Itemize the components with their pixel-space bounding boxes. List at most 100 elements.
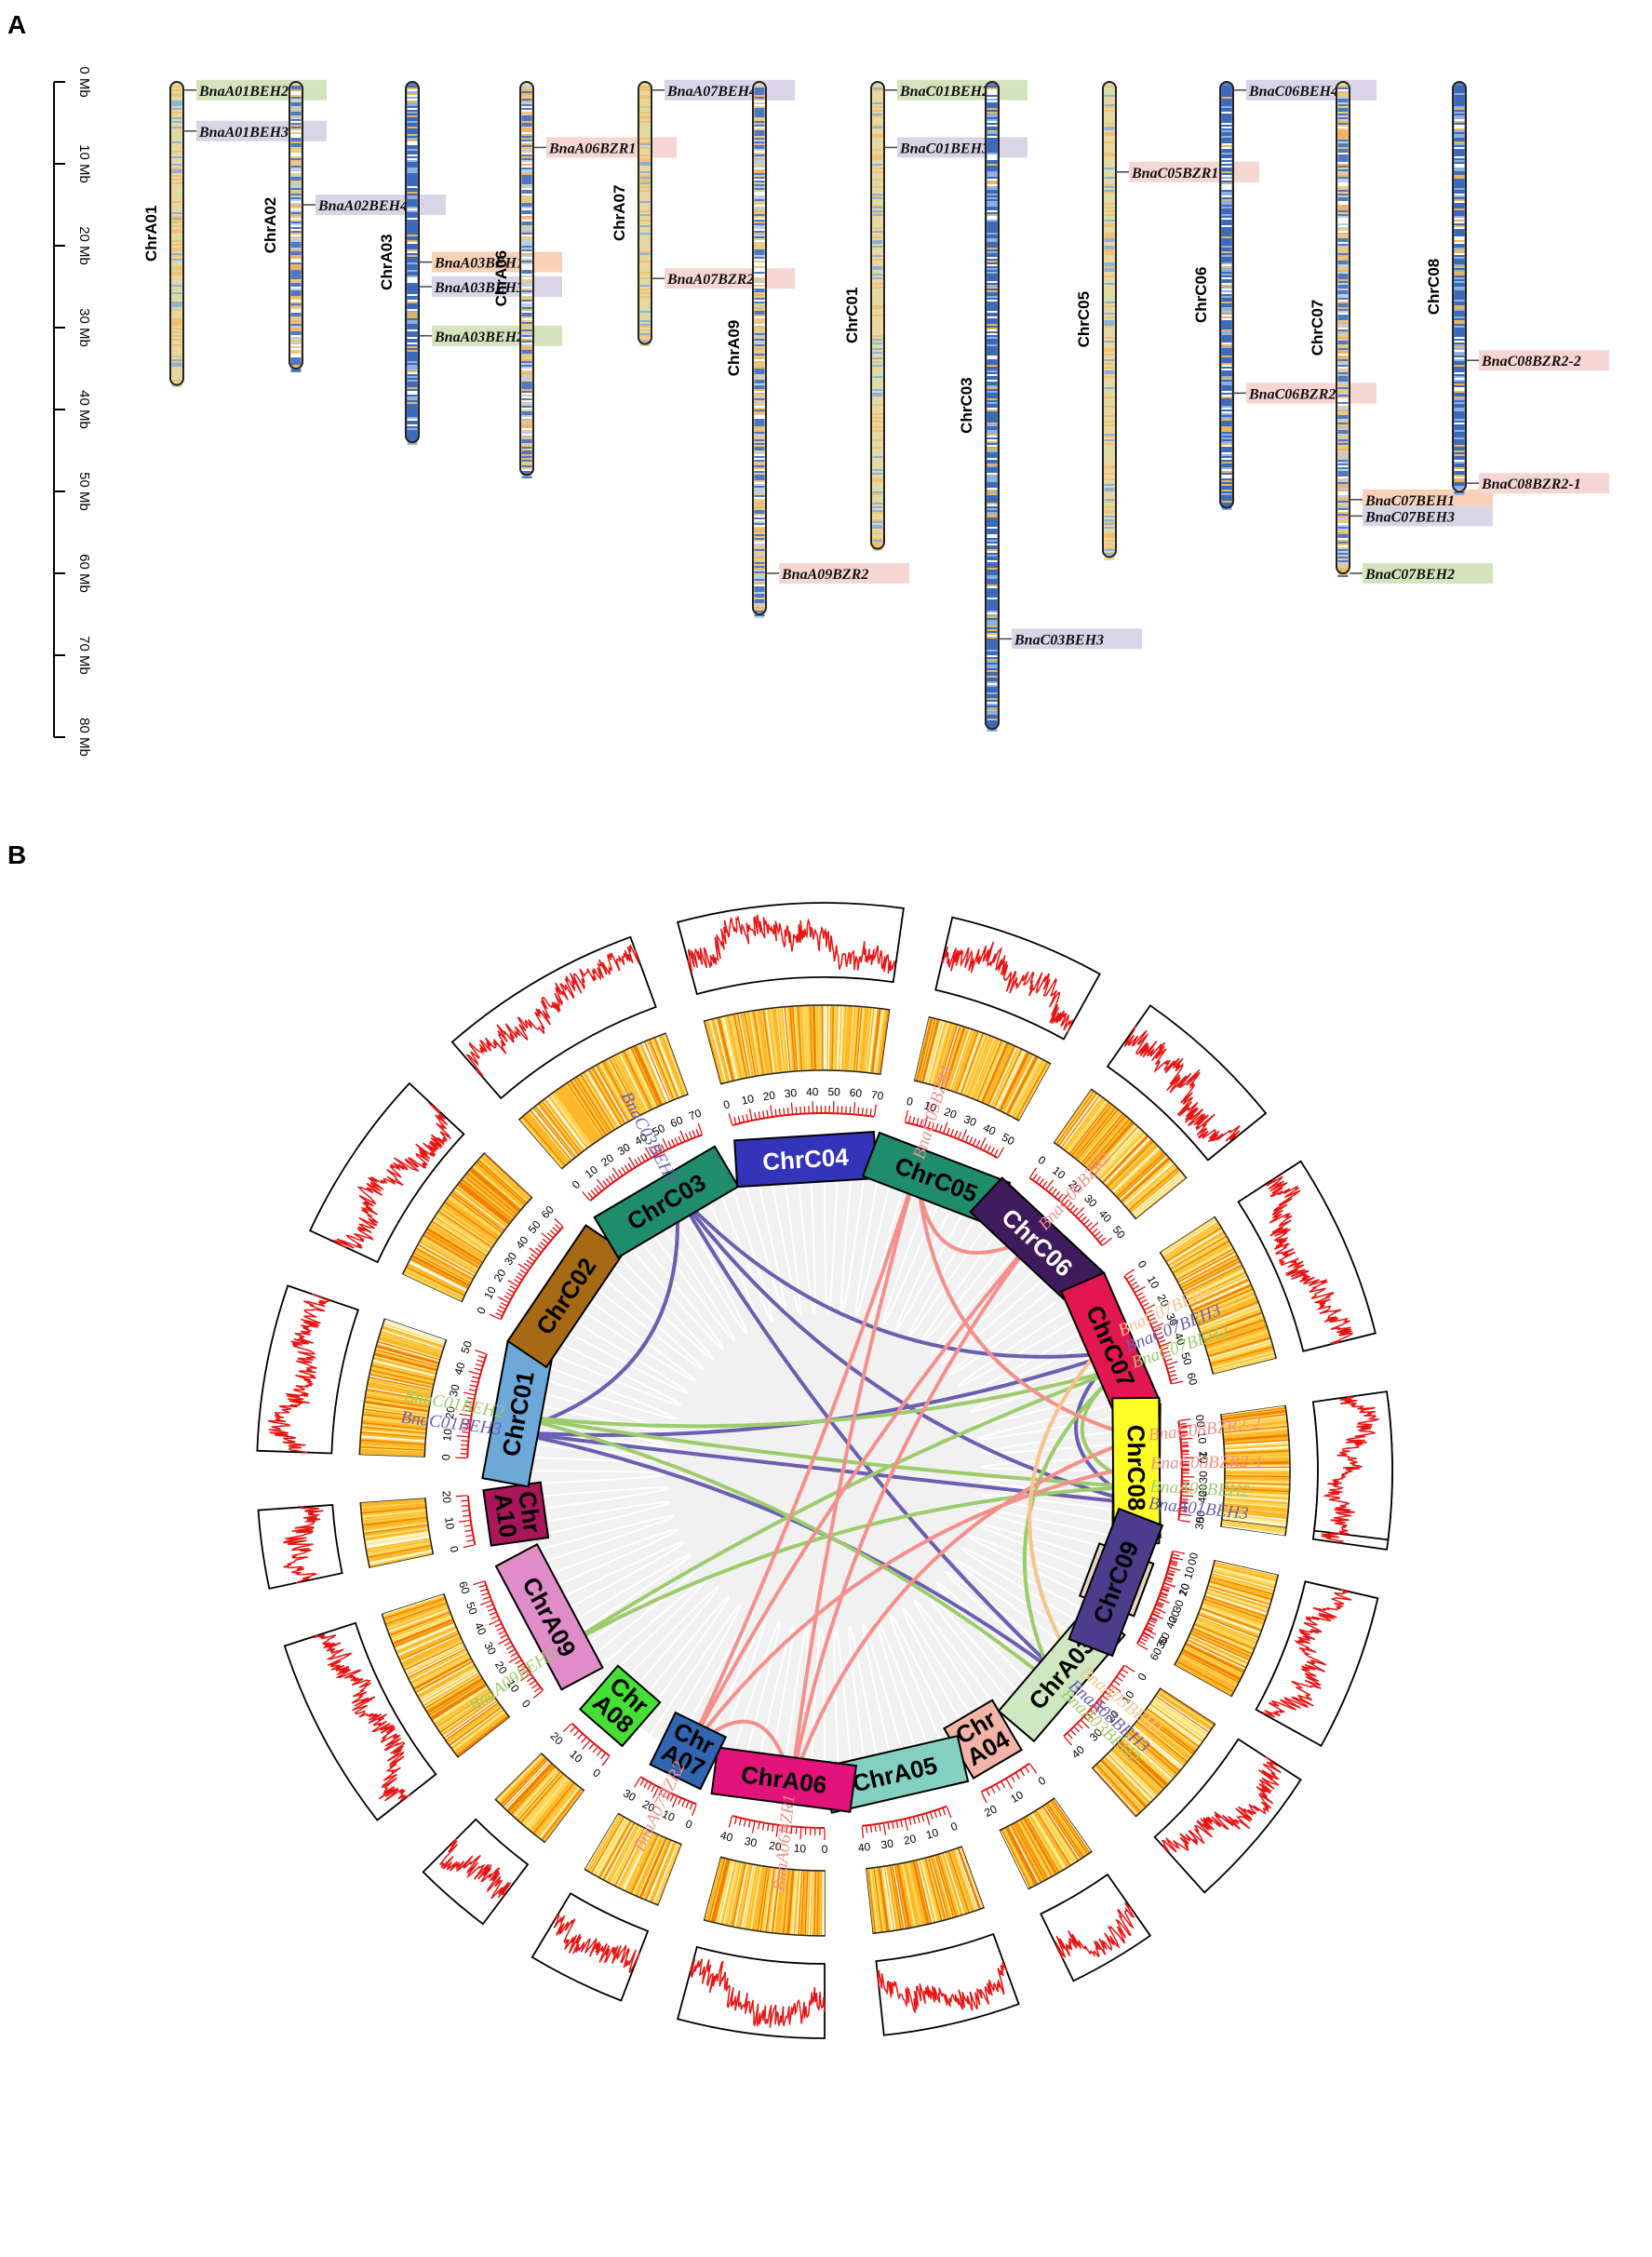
chromosome-band (754, 450, 765, 452)
chromosome-band (1104, 169, 1115, 171)
tick-label: 0 (1185, 1557, 1199, 1566)
chromosome-band (171, 216, 182, 218)
chromosome-band (1454, 473, 1465, 475)
chromosome-band (1454, 343, 1465, 344)
chromosome-band (1104, 346, 1115, 348)
tick-label: 60 (849, 1086, 863, 1100)
chromosome-band (1454, 441, 1465, 443)
chromosome-band (1337, 568, 1349, 570)
chromosome-band (171, 141, 182, 143)
chromosome-band (171, 164, 182, 166)
chromosome-band (171, 292, 182, 294)
heatmap-cell (908, 1862, 924, 1925)
chromosome-band (754, 114, 765, 115)
tick-mark (498, 1296, 509, 1303)
heatmap-cell (396, 1625, 455, 1651)
tick-mark (783, 1108, 786, 1115)
chromosome-band (171, 220, 182, 222)
heatmap-cell (367, 1538, 430, 1552)
heatmap-cell (940, 1026, 960, 1087)
chromosome-band (1104, 114, 1115, 115)
chromosome-band (1454, 367, 1465, 369)
heatmap-cell (424, 1673, 480, 1708)
heatmap-cell (375, 1350, 437, 1368)
heatmap-cell (365, 1532, 429, 1544)
chromosome-band (1337, 119, 1349, 121)
chromosome-band (754, 503, 765, 504)
chromosome-band (872, 344, 883, 346)
chromosome-band (1337, 402, 1349, 404)
chromosome-band (754, 525, 765, 527)
heatmap-cell (388, 1608, 449, 1632)
chromosome-band (754, 456, 765, 458)
chromosome-band (987, 190, 998, 192)
chromosome-band (407, 395, 418, 396)
heatmap-cell (466, 1173, 517, 1215)
chromosome-band (1221, 471, 1232, 473)
tick-mark (507, 1288, 515, 1294)
chromosome-band (1337, 298, 1349, 300)
chromosome-band (1104, 175, 1115, 177)
heatmap-cell (810, 1871, 813, 1935)
chromosome-band (1221, 222, 1232, 223)
heatmap-cell (807, 1006, 811, 1070)
chromosome-band (171, 132, 182, 134)
chromosome-band (872, 361, 883, 363)
density-line (690, 1957, 826, 2028)
chromosome-band (754, 238, 765, 240)
heatmap-cell (648, 1040, 674, 1100)
heatmap-cell (1066, 1099, 1106, 1151)
chromosome-band (407, 158, 418, 160)
chromosome-band (1104, 238, 1115, 240)
heatmap-cell (616, 1829, 646, 1887)
chromosome-band (872, 383, 883, 385)
heatmap-cell (421, 1669, 477, 1702)
heatmap-cell (647, 1041, 673, 1100)
chromosome-band (1337, 222, 1349, 223)
gene-label-box (1012, 628, 1142, 650)
heatmap-cell (918, 1860, 934, 1923)
synteny-gap (545, 1308, 689, 1394)
chromosome-band (987, 720, 998, 722)
heatmap-cell (1094, 1126, 1138, 1175)
chromosome-band (1104, 212, 1115, 214)
chromosome-band (987, 149, 998, 151)
chromosome-band (1221, 168, 1232, 169)
heatmap-cell (437, 1214, 490, 1251)
chromosome-band (171, 87, 182, 89)
heatmap-cell (521, 1117, 565, 1167)
chromosome-band (521, 463, 532, 465)
heatmap-cell (496, 1753, 543, 1800)
chromosome-box: ChrC04 (733, 1131, 878, 1189)
heatmap-cell (1144, 1712, 1196, 1752)
tick-label: 30 (784, 1086, 798, 1100)
chromosome-band (872, 272, 883, 274)
chromosome-band (987, 192, 998, 194)
chromosome-band (872, 274, 883, 275)
tick-label: 10 (1145, 1273, 1162, 1291)
tick-mark (552, 1227, 558, 1232)
chromosome-band (987, 514, 998, 516)
chromosome-band (1337, 110, 1349, 112)
chromosome-band (1337, 179, 1349, 181)
chromosome-band (171, 311, 182, 313)
heatmap-cell (389, 1610, 450, 1635)
chromosome-band (1221, 106, 1232, 108)
heatmap-cell (1103, 1758, 1148, 1805)
chromosome-band (1104, 519, 1115, 521)
chromosome-band (1104, 460, 1115, 462)
chromosome-band (1337, 419, 1349, 421)
chromosome-band (290, 175, 302, 177)
chromosome-band (987, 579, 998, 581)
heatmap-cell (468, 1171, 518, 1213)
heatmap-cell (1059, 1094, 1098, 1147)
heatmap-cell (658, 1036, 682, 1096)
chromosome-band (639, 140, 651, 141)
chromosome-band (754, 534, 765, 536)
heatmap-cell (385, 1602, 447, 1625)
chromosome-band (521, 154, 532, 156)
tick-mark (1070, 1729, 1077, 1736)
heatmap-cell (465, 1175, 516, 1216)
heatmap-cell (1149, 1704, 1202, 1743)
chromosome-band (1454, 110, 1465, 112)
